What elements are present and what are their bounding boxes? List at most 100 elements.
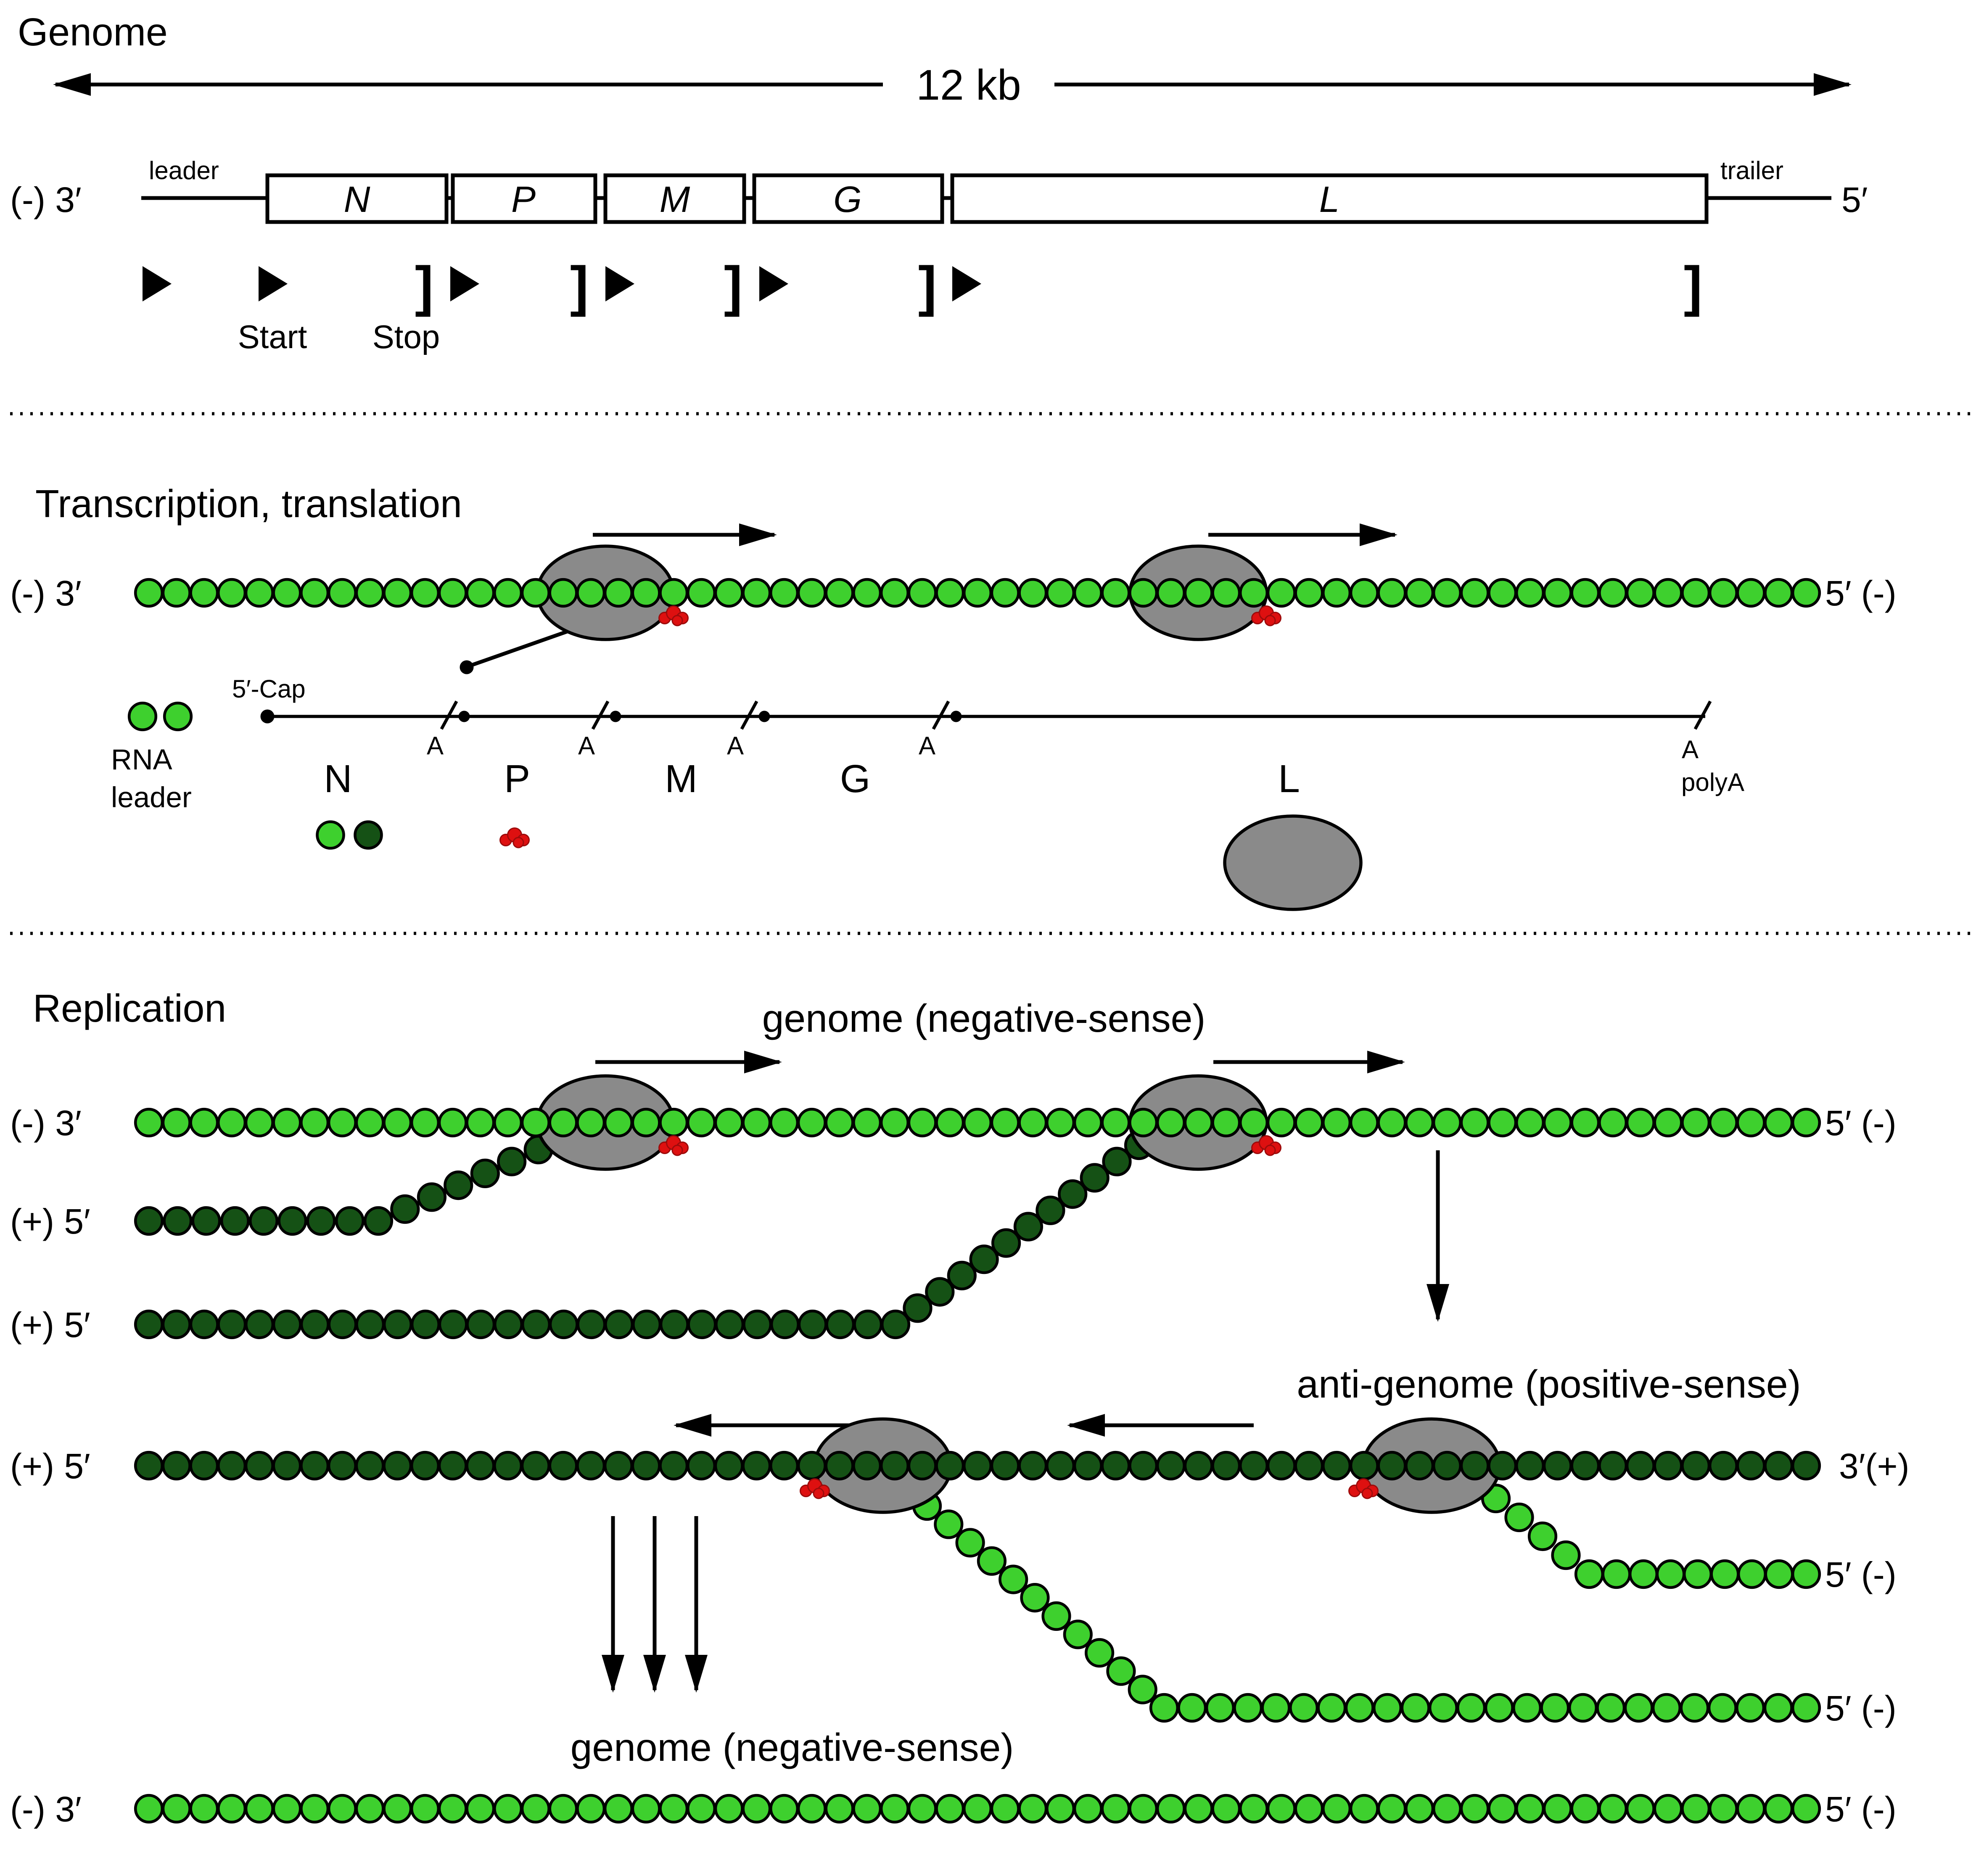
nucleoprotein-bead <box>1570 1451 1600 1481</box>
nucleoprotein-bead <box>1405 1107 1435 1138</box>
nucleoprotein-bead <box>1432 1451 1462 1481</box>
nucleoprotein-bead <box>306 1206 336 1236</box>
nucleoprotein-bead <box>161 1451 191 1481</box>
nucleoprotein-bead <box>1681 578 1711 608</box>
nucleoprotein-bead <box>659 578 689 608</box>
nucleoprotein-bead <box>272 1309 302 1340</box>
nucleoprotein-bead <box>244 1794 274 1824</box>
nucleoprotein-bead <box>1294 1451 1324 1481</box>
nucleoprotein-bead <box>1598 1107 1628 1138</box>
nucleoprotein-bead <box>134 1451 164 1481</box>
nucleoprotein-bead <box>1708 578 1738 608</box>
nucleoprotein-bead <box>1735 1693 1765 1723</box>
nucleoprotein-bead <box>134 1206 164 1236</box>
nascent-antigenome-strand <box>134 1123 580 1236</box>
nucleoprotein-bead <box>1073 1451 1103 1481</box>
gene-box-L <box>950 173 1709 224</box>
genome-3prime-label: (-) 3′ <box>10 1103 82 1143</box>
nucleoprotein-bead <box>962 1451 993 1481</box>
nucleoprotein-bead <box>410 1794 440 1824</box>
nucleoprotein-bead <box>1764 1451 1794 1481</box>
nucleoprotein-bead <box>244 1309 275 1340</box>
genome-sense-label: genome (negative-sense) <box>762 996 1206 1040</box>
nucleoprotein-bead <box>1764 1794 1794 1824</box>
nucleoprotein-bead <box>1073 578 1103 608</box>
polya-site-label: A <box>727 732 744 760</box>
nucleoprotein-bead <box>797 1107 827 1138</box>
nucleoprotein-bead <box>880 1107 910 1138</box>
nucleoprotein-bead <box>1540 1693 1570 1723</box>
nucleoprotein-bead <box>907 1451 937 1481</box>
nucleoprotein-bead <box>659 1794 689 1824</box>
gene-start-icon <box>143 266 172 301</box>
nucleoprotein-bead <box>1736 1794 1766 1824</box>
nucleoprotein-bead <box>962 1794 993 1824</box>
nucleoprotein-bead <box>1073 1107 1103 1138</box>
antigenome-rnp-strand <box>134 1451 1821 1481</box>
nucleoprotein-bead <box>1487 1107 1517 1138</box>
nucleoprotein-bead <box>1349 1794 1379 1824</box>
nucleoprotein-bead <box>244 1451 274 1481</box>
gene-box-label-M: M <box>660 179 690 220</box>
nucleoprotein-bead <box>797 1794 827 1824</box>
nucleoprotein-bead <box>548 1107 578 1138</box>
nucleoprotein-bead <box>1527 1521 1558 1551</box>
p-protein <box>800 1478 830 1499</box>
nucleoprotein-bead <box>907 1107 937 1138</box>
nucleoprotein-bead <box>465 1107 495 1138</box>
nucleoprotein-bead <box>383 1309 412 1340</box>
mrna-cap-dot <box>950 711 962 722</box>
mrna-cap-dot <box>610 711 621 722</box>
nucleoprotein-bead <box>1349 578 1379 608</box>
nucleoprotein-bead <box>1764 1107 1794 1138</box>
nucleoprotein-bead <box>686 578 716 608</box>
antigenome-sense-label: anti-genome (positive-sense) <box>1297 1362 1801 1406</box>
genome-rnp-strand <box>134 1107 1821 1138</box>
nucleoprotein-bead <box>220 1206 250 1236</box>
nucleoprotein-bead <box>1707 1693 1737 1723</box>
nucleoprotein-bead <box>1239 1451 1269 1481</box>
nucleoprotein-bead <box>161 1107 191 1138</box>
nucleoprotein-bead <box>934 1509 964 1539</box>
nucleoprotein-bead <box>272 1107 302 1138</box>
nucleoprotein-bead <box>1432 578 1462 608</box>
nucleoprotein-bead <box>1504 1502 1534 1533</box>
nucleoprotein-bead <box>1598 1451 1628 1481</box>
nucleoprotein-bead <box>1184 1107 1213 1138</box>
antigenome-5prime-label: (+) 5′ <box>10 1305 90 1345</box>
nucleoprotein-bead <box>1073 1794 1103 1824</box>
gene-start-icon <box>450 266 479 301</box>
nucleoprotein-bead <box>1149 1693 1179 1723</box>
nucleoprotein-bead <box>355 1309 385 1340</box>
nucleoprotein-bead <box>327 1451 357 1481</box>
nucleoprotein-bead <box>1184 1794 1213 1824</box>
nucleoprotein-bead <box>383 1794 412 1824</box>
nucleoprotein-bead <box>1598 578 1628 608</box>
nucleoprotein-bead <box>1428 1693 1458 1723</box>
nucleoprotein-bead <box>769 1794 799 1824</box>
nucleoprotein-bead <box>603 1794 633 1824</box>
nucleoprotein-bead <box>161 578 191 608</box>
nucleoprotein-bead <box>390 1194 420 1224</box>
genome-section-title: Genome <box>18 10 168 54</box>
nucleoprotein-bead <box>824 578 854 608</box>
nucleoprotein-bead <box>1543 1107 1572 1138</box>
nucleoprotein-bead <box>825 1309 855 1340</box>
nucleoprotein-bead <box>1405 1794 1435 1824</box>
nucleoprotein-bead <box>880 578 910 608</box>
nucleoprotein-bead <box>1294 1794 1324 1824</box>
nucleoprotein-bead <box>1239 1107 1269 1138</box>
nucleoprotein-bead <box>935 1107 965 1138</box>
nucleoprotein-bead <box>410 578 440 608</box>
nucleoprotein-bead <box>1681 1107 1711 1138</box>
nucleoprotein-bead <box>1570 1794 1600 1824</box>
p-protein <box>658 1135 689 1156</box>
nucleoprotein-bead <box>852 578 882 608</box>
nucleoprotein-bead <box>935 1451 965 1481</box>
p-protein-blob <box>671 1144 683 1156</box>
nucleoprotein-bead <box>1102 1147 1132 1176</box>
nucleoprotein-bead <box>1405 578 1435 608</box>
mrna-label-N: N <box>324 757 352 801</box>
nucleoprotein-bead <box>272 1794 302 1824</box>
nucleoprotein-bead <box>470 1158 500 1189</box>
